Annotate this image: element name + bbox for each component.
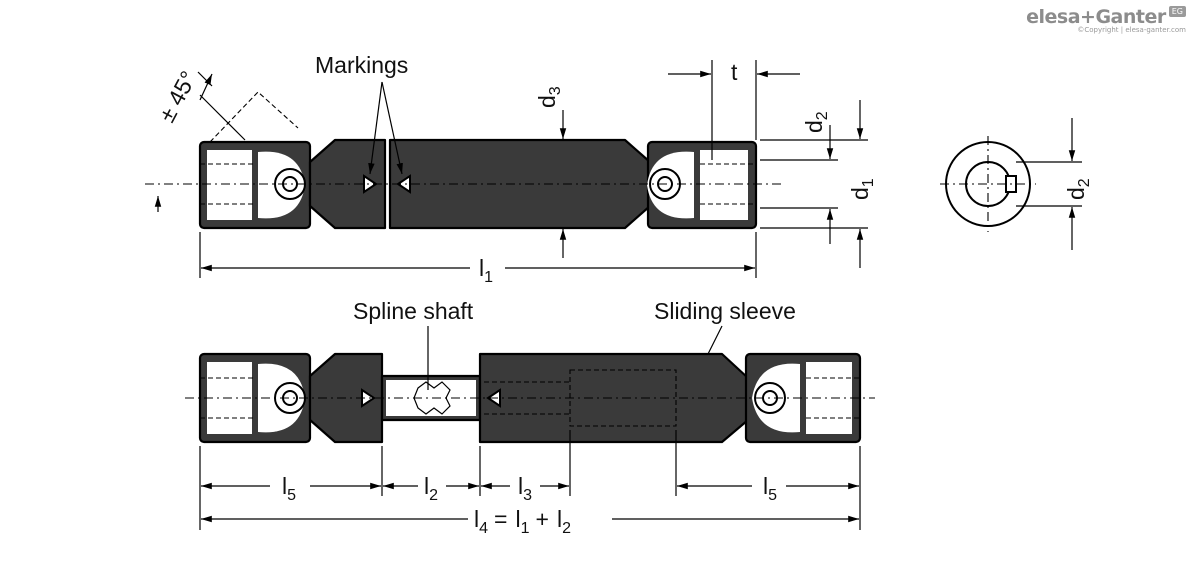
svg-text:l1: l1 [479,255,493,286]
logo-text: elesa+Ganter [1026,6,1166,28]
svg-text:d3: d3 [534,86,564,108]
dim-d2-d1: d2 d1 [760,100,877,268]
dim-d3: d3 [534,86,567,258]
sliding-sleeve [478,352,750,444]
markings-label: Markings [315,52,408,78]
logo-badge: EG [1168,6,1186,17]
marking-triangle-left [363,174,378,194]
end-view: d2 [940,118,1093,250]
svg-text:d1: d1 [847,178,877,200]
svg-text:d2: d2 [801,111,831,133]
angle-label: ± 45° [153,67,201,127]
svg-text:l5: l5 [282,473,296,504]
l4-formula: l4=l1+l2 [474,506,571,537]
top-joint-view [145,71,785,230]
top-left-neck [308,138,387,230]
spline-profile [413,381,451,415]
svg-text:l2: l2 [424,473,438,504]
dim-t: t [668,59,800,160]
logo-copyright: ©Copyright | elesa-ganter.com [1077,26,1186,34]
svg-text:l5: l5 [763,473,777,504]
sliding-sleeve-label: Sliding sleeve [654,298,796,324]
svg-text:d2: d2 [1063,178,1093,200]
svg-text:l3: l3 [518,473,532,504]
marking-triangle-right [396,174,411,194]
dim-l1: l1 [199,232,757,286]
bottom-joint-view [185,352,875,444]
bottom-dimensions: l5 l2 l3 l5 l4=l1+l2 [199,430,861,537]
svg-text:t: t [731,59,738,85]
spline-shaft-label: Spline shaft [353,298,474,324]
